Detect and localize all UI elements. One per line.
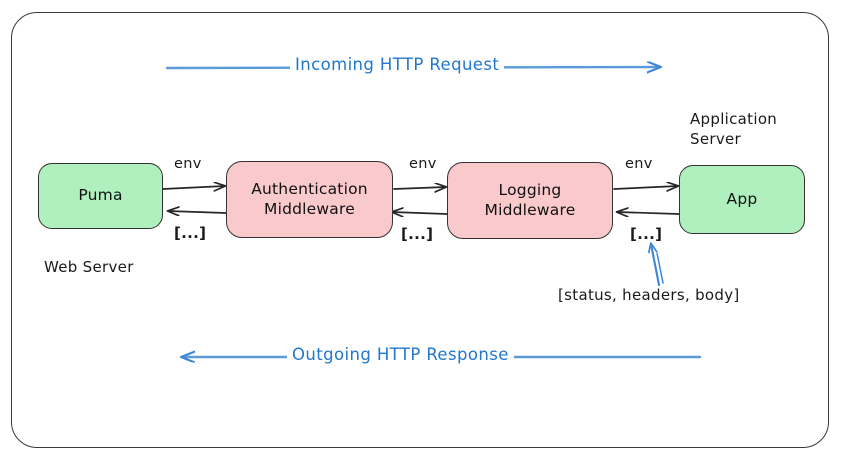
incoming-request-label: Incoming HTTP Request	[290, 55, 505, 74]
group-label-web-server: Web Server	[44, 258, 134, 276]
edge-label-env-1: env	[174, 156, 202, 172]
diagram-outer-frame	[11, 12, 829, 448]
node-authentication-middleware[interactable]: Authentication Middleware	[226, 161, 393, 238]
edge-label-return-3: [...]	[630, 225, 663, 243]
edge-label-env-3: env	[625, 156, 653, 172]
node-logging-middleware[interactable]: Logging Middleware	[447, 162, 613, 239]
node-puma-label: Puma	[78, 186, 123, 205]
edge-label-return-2: [...]	[401, 225, 434, 243]
node-app[interactable]: App	[679, 165, 805, 234]
annotation-status-headers-body: [status, headers, body]	[558, 286, 740, 304]
outgoing-response-label: Outgoing HTTP Response	[287, 345, 514, 364]
node-logging-middleware-label: Logging Middleware	[484, 180, 576, 219]
node-authentication-middleware-label: Authentication Middleware	[251, 179, 368, 218]
node-app-label: App	[726, 189, 758, 208]
edge-label-env-2: env	[409, 156, 437, 172]
node-puma[interactable]: Puma	[38, 163, 163, 229]
edge-label-return-1: [...]	[174, 224, 207, 242]
group-label-application-server: Application Server	[690, 110, 778, 148]
